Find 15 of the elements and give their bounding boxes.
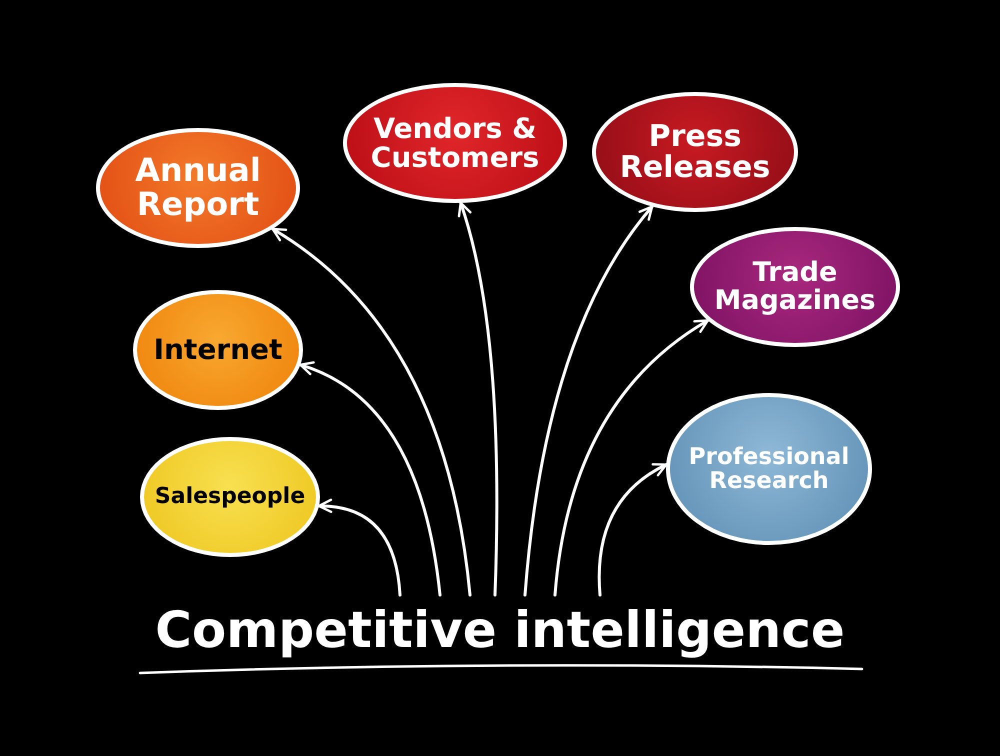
node-label: Internet	[154, 335, 282, 365]
curved-arrow	[598, 463, 668, 596]
curved-arrow	[271, 227, 472, 596]
heading-text: Competitive intelligence	[155, 604, 845, 656]
node-label: Press Releases	[618, 120, 772, 184]
curved-arrow	[524, 205, 654, 596]
curved-arrow	[298, 362, 442, 596]
curved-arrow	[457, 201, 498, 596]
curved-arrow	[318, 499, 402, 596]
node-label: Professional Research	[688, 444, 850, 494]
node-label: Trade Magazines	[713, 258, 877, 316]
curved-arrow	[554, 319, 710, 596]
node-label: Annual Report	[134, 154, 262, 222]
node-label: Salespeople	[154, 485, 306, 509]
node-label: Vendors & Customers	[370, 114, 540, 172]
